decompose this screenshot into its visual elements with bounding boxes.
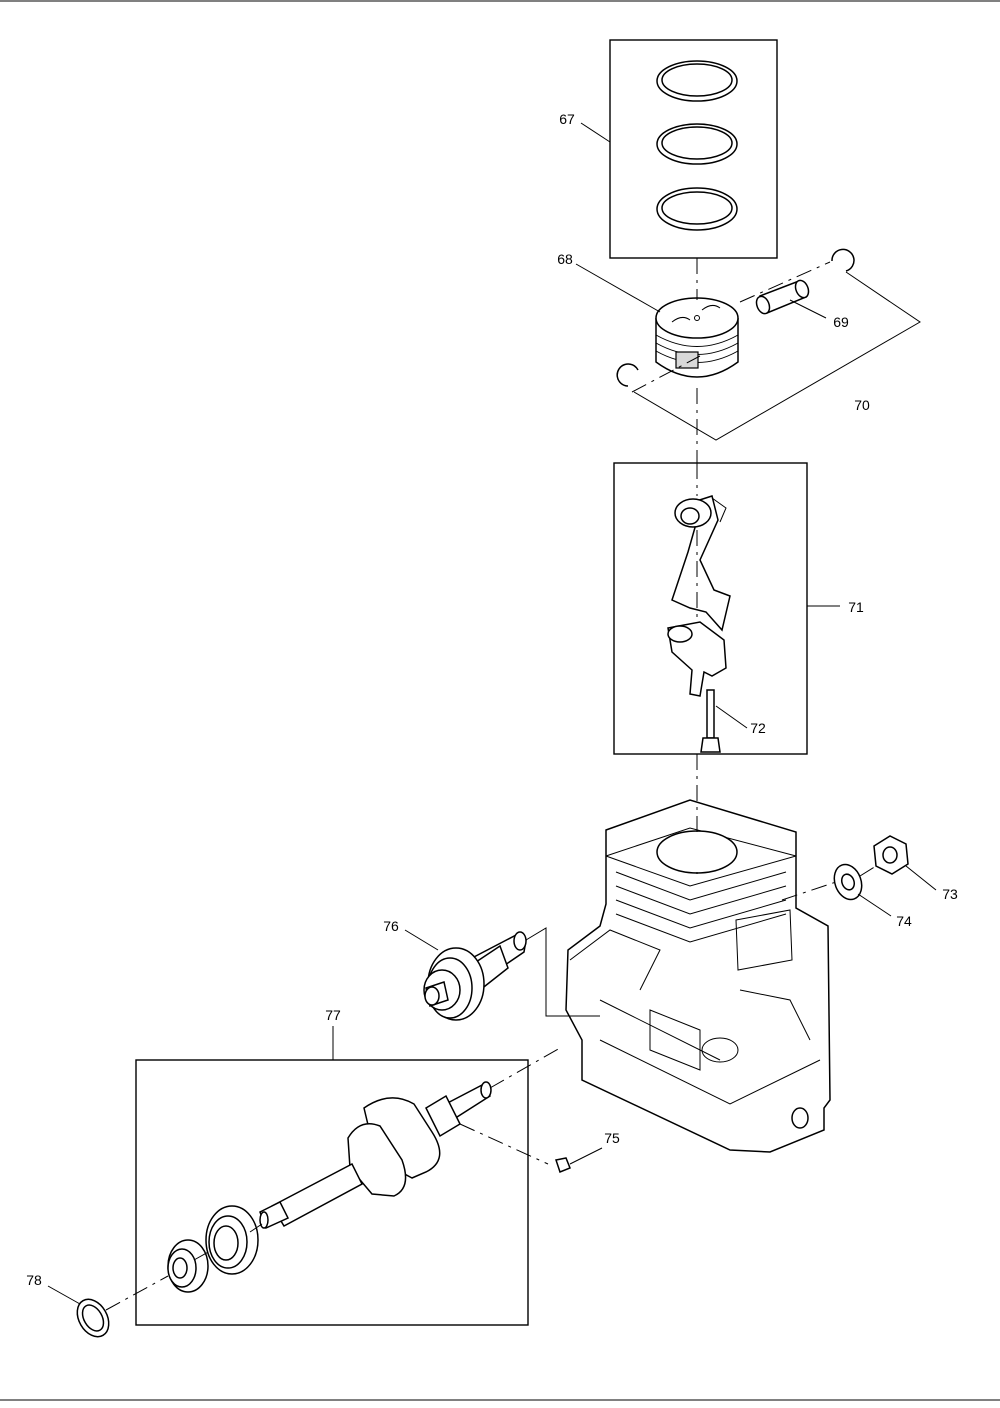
piston-pin-clip-right <box>831 248 855 272</box>
clip-bracket-line <box>633 271 921 441</box>
label-67: 67 <box>559 111 575 127</box>
crankshaft-bearing <box>167 1239 209 1293</box>
label-78: 78 <box>26 1272 42 1288</box>
piston-pin-clip-left <box>616 363 639 387</box>
label-75: 75 <box>604 1130 620 1146</box>
label-71: 71 <box>848 599 864 615</box>
piston <box>655 297 739 378</box>
piston-rings-group <box>609 39 778 259</box>
washer-ring <box>76 1298 110 1338</box>
connecting-rod <box>671 495 731 632</box>
connecting-rod-group <box>613 462 808 755</box>
label-72: 72 <box>750 720 766 736</box>
piston-ring-top <box>656 60 738 102</box>
label-77: 77 <box>325 1007 341 1023</box>
piston-pin <box>755 279 810 315</box>
label-69: 69 <box>833 314 849 330</box>
hex-nut <box>873 835 909 875</box>
camshaft-leader-line <box>525 927 600 1017</box>
connecting-rod-bolt <box>700 689 721 753</box>
assembly-axis-lines <box>105 258 877 1311</box>
piston-ring-oil <box>656 187 738 231</box>
woodruff-key <box>555 1157 571 1173</box>
piston-rings-frame <box>609 39 778 259</box>
connecting-rod-frame <box>613 462 808 755</box>
crankshaft-frame <box>135 1059 529 1326</box>
lock-washer <box>833 863 863 901</box>
crankshaft-oil-seal <box>205 1205 259 1275</box>
label-76: 76 <box>383 918 399 934</box>
leader-lines <box>47 122 937 1305</box>
label-74: 74 <box>896 913 912 929</box>
label-70: 70 <box>854 397 870 413</box>
cylinder-block <box>565 799 831 1153</box>
camshaft <box>423 931 527 1021</box>
piston-ring-middle <box>656 123 738 165</box>
label-68: 68 <box>557 251 573 267</box>
label-73: 73 <box>942 886 958 902</box>
crankshaft <box>259 1081 492 1230</box>
connecting-rod-cap <box>667 621 727 697</box>
crankshaft-group <box>135 1059 529 1326</box>
